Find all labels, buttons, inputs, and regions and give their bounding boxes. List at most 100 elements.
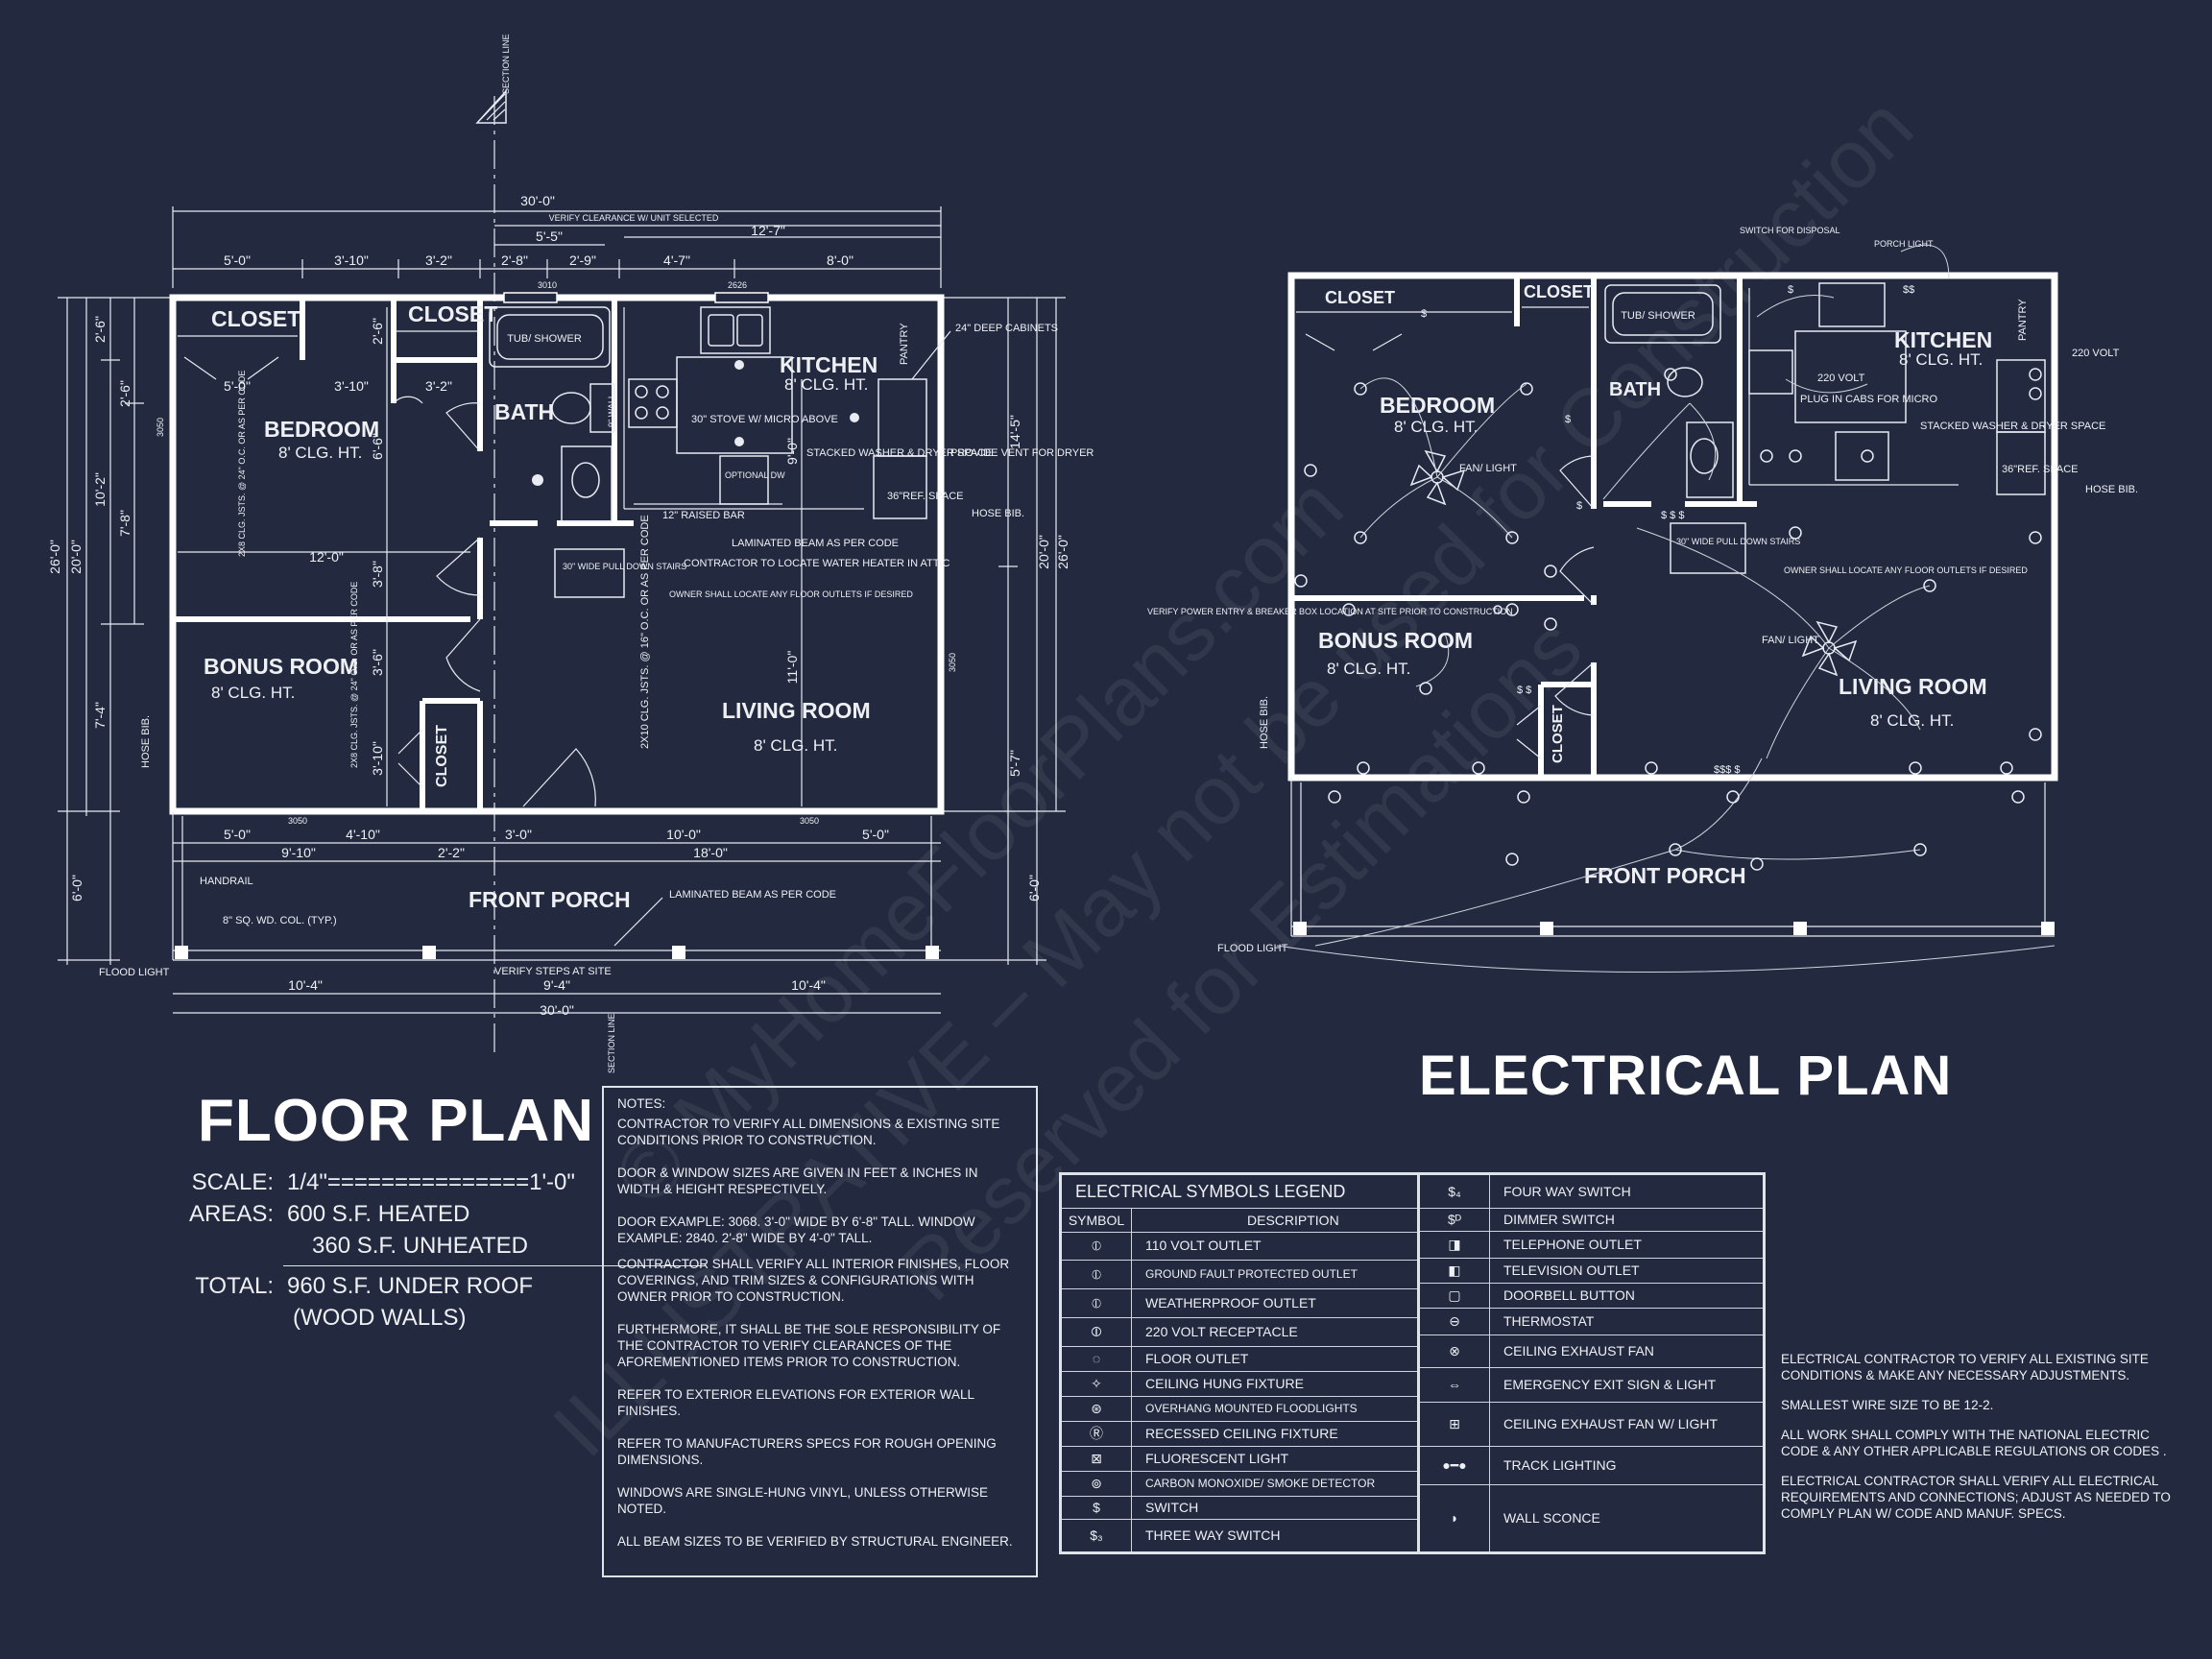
laminated-beam-note: LAMINATED BEAM AS PER CODE bbox=[732, 538, 899, 549]
ep-verify-power: VERIFY POWER ENTRY & BREAKER BOX LOCATIO… bbox=[1147, 607, 1513, 616]
scale-label: SCALE: bbox=[191, 1169, 274, 1195]
legend-item: FLUORESCENT LIGHT bbox=[1145, 1451, 1289, 1466]
dim-left-6-0: 6'-0" bbox=[69, 875, 84, 902]
gfci-outlet-icon: ⦶ bbox=[1062, 1260, 1132, 1288]
ep-closet-2: CLOSET bbox=[1524, 282, 1594, 301]
owner-outlets-note: OWNER SHALL LOCATE ANY FLOOR OUTLETS IF … bbox=[669, 589, 913, 599]
window-2626: 2626 bbox=[728, 280, 747, 290]
legend-item: WALL SCONCE bbox=[1503, 1510, 1600, 1526]
ep-kitchen: KITCHEN bbox=[1894, 327, 1992, 352]
switch-symbol: $ bbox=[1421, 308, 1427, 320]
ep-bonus: BONUS ROOM bbox=[1318, 628, 1473, 653]
dim-left-7-4: 7'-4" bbox=[92, 702, 108, 729]
verify-clearance-note: VERIFY CLEARANCE W/ UNIT SELECTED bbox=[549, 213, 719, 223]
electrical-note: SMALLEST WIRE SIZE TO BE 12-2. bbox=[1781, 1398, 1994, 1412]
dim-bottom-overall: 30'-0" bbox=[540, 1002, 574, 1018]
tub-shower-label: TUB/ SHOWER bbox=[507, 333, 582, 345]
switch-symbol: $ bbox=[1576, 500, 1582, 512]
legend-item: 220 VOLT RECEPTACLE bbox=[1145, 1324, 1298, 1339]
thermostat-icon: ⊖ bbox=[1420, 1308, 1490, 1334]
switch-symbol: $ bbox=[1788, 284, 1793, 296]
legend-title: ELECTRICAL SYMBOLS LEGEND bbox=[1075, 1181, 1346, 1201]
legend-item: CARBON MONOXIDE/ SMOKE DETECTOR bbox=[1145, 1477, 1376, 1490]
dim-bot-e: 5'-0" bbox=[862, 827, 889, 842]
dim-right-20: 20'-0" bbox=[1036, 535, 1051, 569]
ep-pantry: PANTRY bbox=[2017, 299, 2029, 341]
dim-in-c: 3'-2" bbox=[425, 378, 452, 394]
handrail-note: HANDRAIL bbox=[200, 876, 253, 887]
floor-plan: SECTION LINE SECTION LINE 30'-0" VERIFY … bbox=[47, 34, 1094, 1073]
fp-living-clg: 8' CLG. HT. bbox=[754, 736, 837, 755]
ep-flood-light: FLOOD LIGHT bbox=[1217, 943, 1288, 954]
legend-item: CEILING EXHAUST FAN bbox=[1503, 1343, 1654, 1358]
hose-bib-note-right: HOSE BIB. bbox=[972, 508, 1024, 519]
dim-left-20: 20'-0" bbox=[68, 540, 84, 574]
window-3050-left: 3050 bbox=[156, 418, 165, 437]
weatherproof-outlet-icon: ⦶ bbox=[1062, 1288, 1132, 1317]
window-3050-bottom-2: 3050 bbox=[800, 816, 819, 826]
dim-overall-top: 30'-0" bbox=[520, 193, 555, 208]
dim-bot-c: 3'-0" bbox=[505, 827, 532, 842]
dim-top-g: 8'-0" bbox=[827, 252, 854, 268]
legend-col-symbol: SYMBOL bbox=[1062, 1209, 1132, 1232]
dim-top-b: 3'-10" bbox=[334, 252, 369, 268]
receptacle-220-icon: ⦷ bbox=[1062, 1317, 1132, 1346]
dim-mid-2-6: 2'-6" bbox=[370, 318, 385, 345]
dim-right-5-7: 5'-7" bbox=[1007, 750, 1022, 777]
note-item: REFER TO MANUFACTURERS SPECS FOR ROUGH O… bbox=[617, 1436, 997, 1467]
legend-item: TELEVISION OUTLET bbox=[1503, 1262, 1640, 1278]
dim-kit-9-0: 9'-0" bbox=[784, 438, 800, 465]
legend-item: TELEPHONE OUTLET bbox=[1503, 1237, 1642, 1252]
pull-down-stairs: 30" WIDE PULL DOWN STAIRS bbox=[563, 562, 686, 571]
dim-step-b: 9'-4" bbox=[543, 977, 570, 993]
ep-bedroom: BEDROOM bbox=[1380, 393, 1495, 418]
ep-220-volt-exterior: 220 VOLT bbox=[2072, 348, 2120, 359]
three-way-switch-icon: $₃ bbox=[1062, 1519, 1132, 1551]
porch-beam-note: LAMINATED BEAM AS PER CODE bbox=[669, 889, 836, 901]
electrical-plan-title: ELECTRICAL PLAN bbox=[1419, 1045, 1953, 1107]
joists-note-bonus: 2X8 CLG. JSTS. @ 24" O.C. OR AS PER CODE bbox=[349, 582, 359, 768]
dim-liv-11-0: 11'-0" bbox=[784, 651, 800, 685]
section-line-label-top: SECTION LINE bbox=[501, 34, 511, 94]
dimmer-switch-icon: $ᴰ bbox=[1420, 1208, 1490, 1231]
fp-closet-2: CLOSET bbox=[408, 301, 497, 326]
dim-bot-d: 10'-0" bbox=[666, 827, 701, 842]
provide-vent-note: PROVIDE VENT FOR DRYER bbox=[950, 447, 1094, 459]
legend-item: FOUR WAY SWITCH bbox=[1503, 1184, 1631, 1199]
legend-item: WEATHERPROOF OUTLET bbox=[1145, 1295, 1316, 1310]
dim-12-7: 12'-7" bbox=[751, 223, 785, 238]
deep-cabinets-note: 24" DEEP CABINETS bbox=[955, 323, 1058, 334]
floodlight-icon: ⊛ bbox=[1062, 1396, 1132, 1421]
hose-bib-note-left: HOSE BIB. bbox=[140, 715, 152, 768]
column-note: 8" SQ. WD. COL. (TYP.) bbox=[223, 915, 337, 926]
ref-space-note: 36"REF. SPACE bbox=[887, 491, 964, 502]
notes-heading: NOTES: bbox=[617, 1096, 666, 1111]
porch-column bbox=[672, 946, 685, 959]
fluorescent-light-icon: ⊠ bbox=[1062, 1446, 1132, 1471]
dim-left-7-8: 7'-8" bbox=[117, 510, 132, 537]
ep-hose-bib-right: HOSE BIB. bbox=[2085, 484, 2138, 495]
dim-bed-width: 12'-0" bbox=[309, 549, 344, 565]
electrical-notes: ELECTRICAL CONTRACTOR TO VERIFY ALL EXIS… bbox=[1781, 1351, 2184, 1535]
exhaust-fan-light-icon: ⊞ bbox=[1420, 1402, 1490, 1446]
fp-bonus-clg: 8' CLG. HT. bbox=[211, 684, 295, 702]
switch-symbol: $ $ $ bbox=[1661, 510, 1684, 521]
note-item: CONTRACTOR TO VERIFY ALL DIMENSIONS & EX… bbox=[617, 1117, 1000, 1147]
dim-in-b: 3'-10" bbox=[334, 378, 369, 394]
electrical-note: ELECTRICAL CONTRACTOR SHALL VERIFY ALL E… bbox=[1781, 1474, 2171, 1521]
ep-closet-1: CLOSET bbox=[1325, 288, 1395, 307]
dim-bot-2-2: 2'-2" bbox=[438, 845, 465, 860]
legend-item: DIMMER SWITCH bbox=[1503, 1212, 1615, 1227]
dim-bot-b: 4'-10" bbox=[346, 827, 380, 842]
total-label: TOTAL: bbox=[195, 1273, 274, 1299]
ep-porch: FRONT PORCH bbox=[1584, 863, 1746, 888]
note-item: REFER TO EXTERIOR ELEVATIONS FOR EXTERIO… bbox=[617, 1387, 974, 1418]
electrical-note: ALL WORK SHALL COMPLY WITH THE NATIONAL … bbox=[1781, 1428, 2167, 1458]
fp-closet-1: CLOSET bbox=[211, 306, 301, 331]
dim-left-10-2: 10'-2" bbox=[92, 472, 108, 507]
dim-top-f: 4'-7" bbox=[663, 252, 690, 268]
dim-mid-6-6: 6'-6" bbox=[370, 433, 385, 460]
scale-value: 1/4"===============1'-0" bbox=[287, 1169, 575, 1195]
ep-living-clg: 8' CLG. HT. bbox=[1870, 711, 1954, 730]
